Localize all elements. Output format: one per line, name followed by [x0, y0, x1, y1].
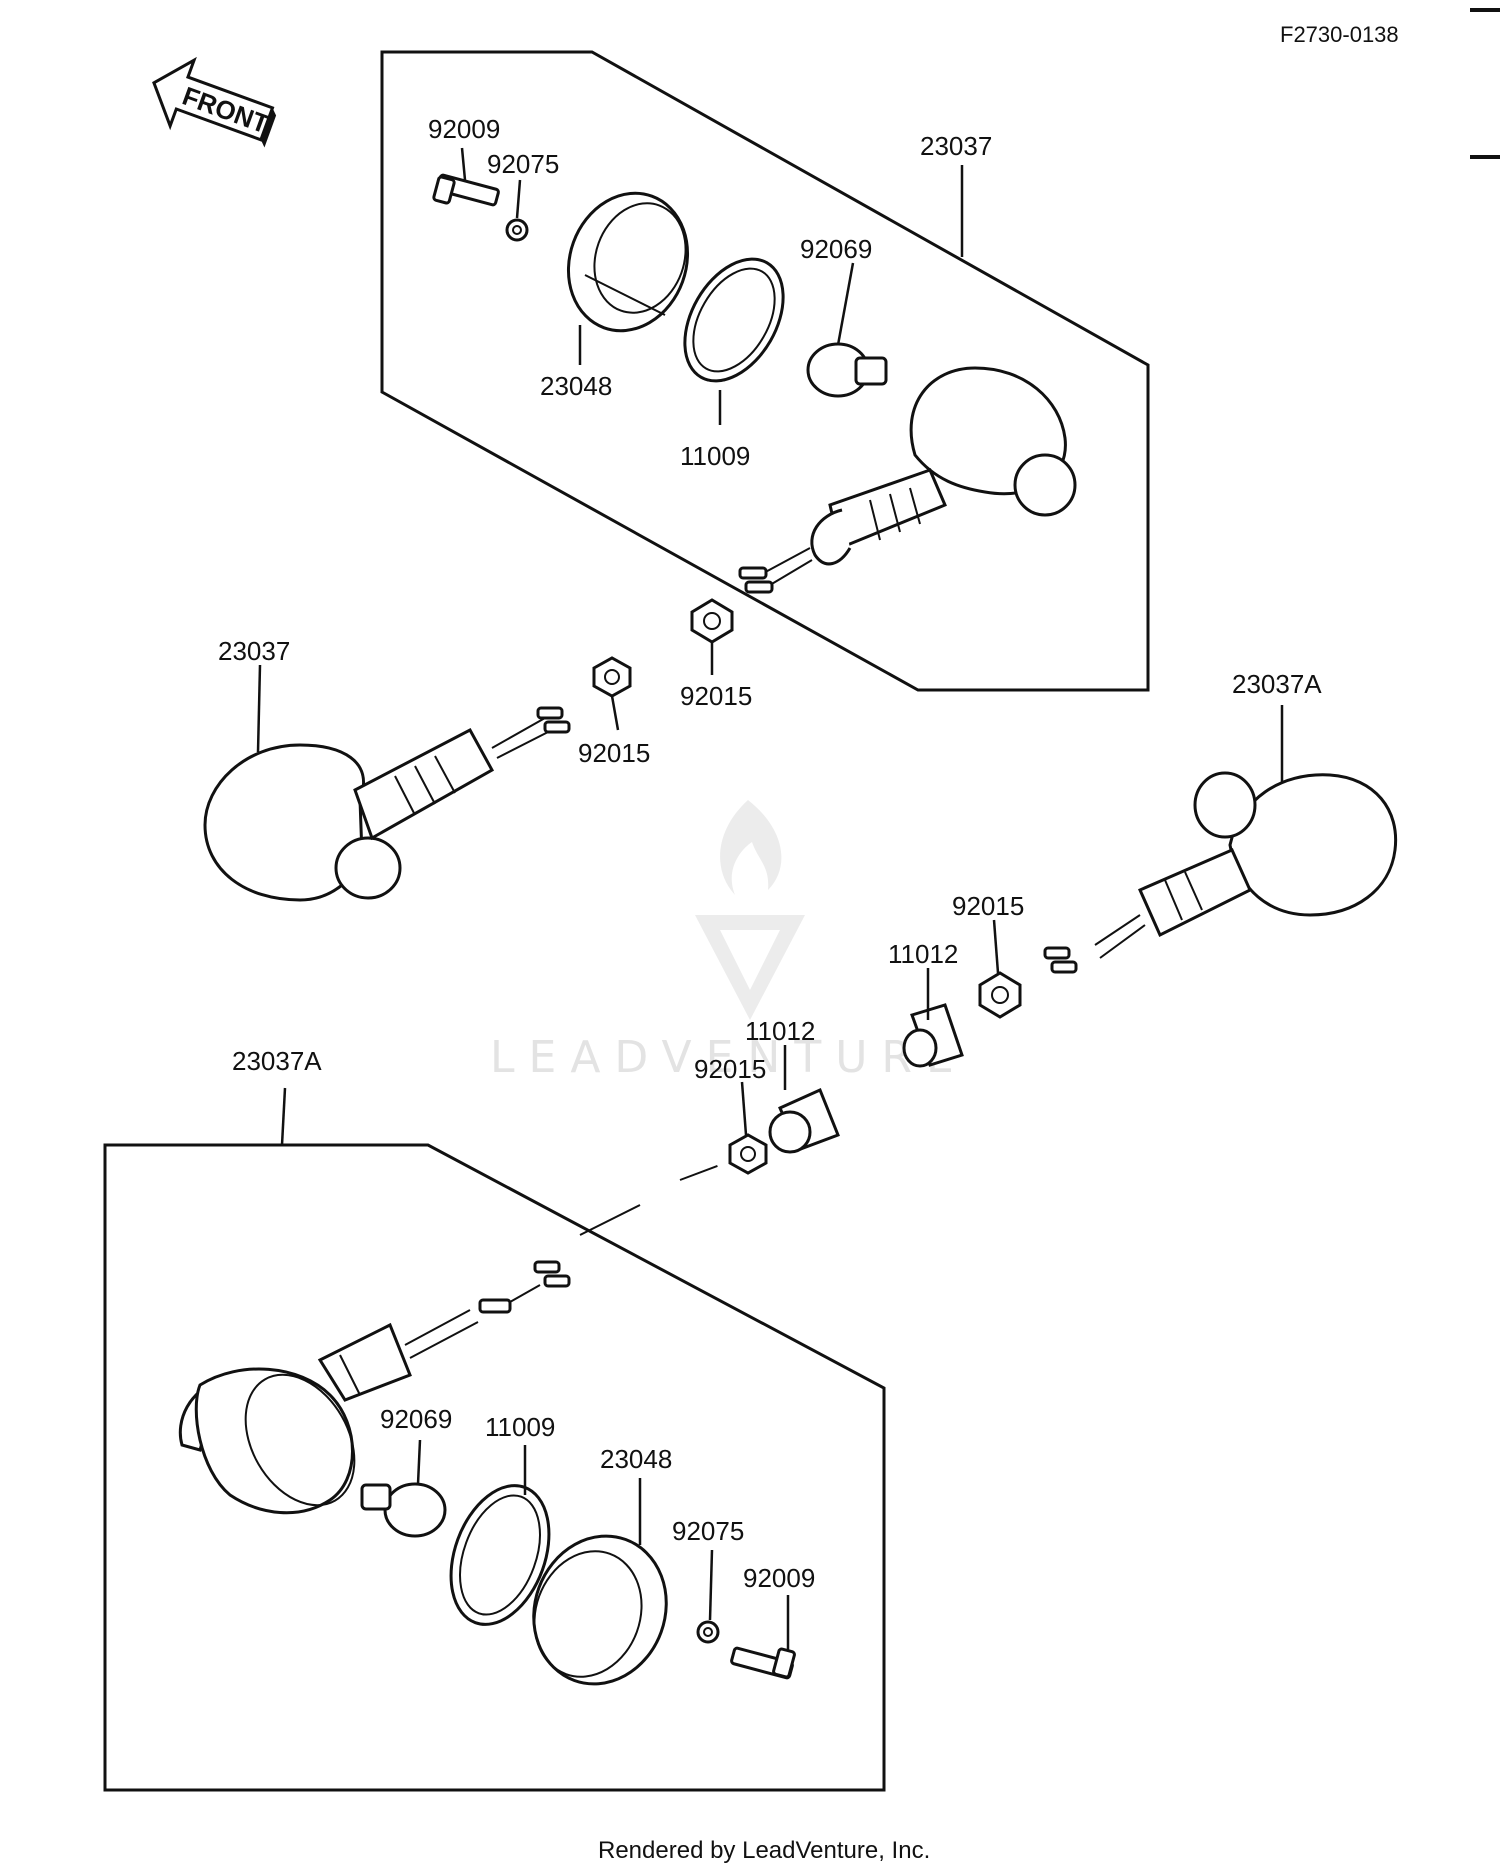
lower-bolt — [730, 1646, 796, 1680]
right-nut — [978, 971, 1022, 1019]
label-lower-assembly: 23037A — [232, 1046, 322, 1076]
label-right-spacer: 11012 — [888, 939, 958, 969]
mount-axis — [579, 1204, 641, 1236]
front-arrow-shadow — [260, 107, 277, 148]
lower-bulb — [360, 1482, 447, 1538]
label-upper-washer: 92075 — [487, 149, 559, 179]
label-lower-bolt: 92009 — [743, 1563, 815, 1593]
label-mid-spacer: 11012 — [745, 1016, 815, 1046]
lower-assembly-frame — [103, 1143, 886, 1792]
label-right-nut: 92015 — [952, 891, 1024, 921]
label-upper-nut: 92015 — [680, 681, 752, 711]
mid-spacer — [768, 1087, 840, 1154]
upper-lens — [566, 191, 690, 333]
upper-assembly-frame — [380, 50, 1150, 692]
mid-nut — [728, 1133, 768, 1175]
label-mid-nut: 92015 — [694, 1054, 766, 1084]
label-upper-bulb: 92069 — [800, 234, 872, 264]
label-lower-gasket: 11009 — [485, 1412, 555, 1442]
label-upper-lens: 23048 — [540, 371, 612, 401]
lower-signal-body — [178, 1260, 571, 1515]
right-signal-body — [1043, 771, 1398, 974]
label-upper-gasket: 11009 — [680, 441, 750, 471]
label-left-assembly: 23037 — [218, 636, 290, 666]
upper-washer — [505, 218, 529, 242]
upper-gasket — [683, 257, 785, 383]
upper-signal-body — [738, 366, 1077, 594]
upper-bolt — [432, 173, 500, 207]
label-upper-bolt: 92009 — [428, 114, 500, 144]
label-upper-assembly: 23037 — [920, 131, 992, 161]
label-lower-washer: 92075 — [672, 1516, 744, 1546]
watermark: LEADVENTURE — [490, 800, 968, 1083]
footer-credit: Rendered by LeadVenture, Inc. — [598, 1837, 930, 1864]
watermark-flame-icon — [720, 800, 782, 895]
watermark-v-icon — [695, 915, 805, 1020]
front-arrow: FRONT — [152, 56, 277, 148]
upper-washer-hole — [512, 225, 522, 235]
upper-nut — [690, 598, 734, 644]
watermark-text: LEADVENTURE — [490, 1032, 968, 1083]
upper-bulb — [806, 342, 888, 398]
label-left-nut: 92015 — [578, 738, 650, 768]
leader-lines — [256, 147, 1284, 1650]
label-lower-bulb: 92069 — [380, 1404, 452, 1434]
mount-axis — [679, 1164, 721, 1181]
lower-lens — [532, 1534, 668, 1686]
lower-washer-hole — [703, 1627, 713, 1637]
label-lower-lens: 23048 — [600, 1444, 672, 1474]
figure-code: F2730-0138 — [1280, 22, 1399, 47]
left-nut — [592, 656, 632, 698]
left-signal-body — [203, 706, 571, 902]
label-right-assembly: 23037A — [1232, 669, 1322, 699]
lower-washer — [696, 1620, 720, 1644]
right-spacer — [902, 1003, 964, 1068]
